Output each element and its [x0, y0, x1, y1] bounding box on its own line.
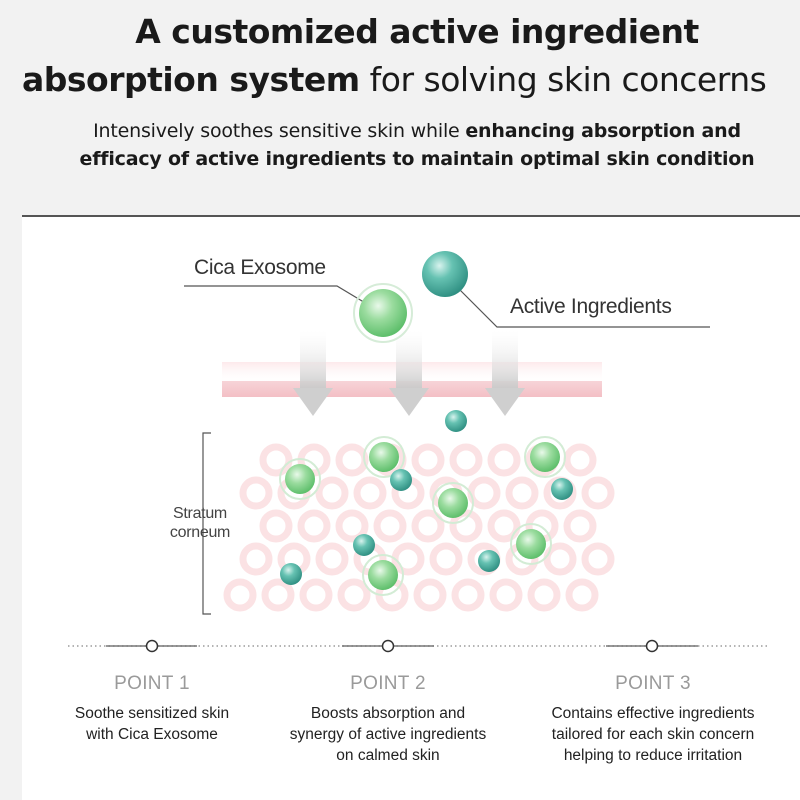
cica-exosome-particle: [363, 436, 405, 478]
skin-cell-ring: [489, 578, 523, 612]
cica-exosome-label: Cica Exosome: [194, 256, 326, 279]
skin-cell-ring: [297, 509, 331, 543]
active-ingredients-label: Active Ingredients: [510, 295, 672, 318]
arrow-down-icon: [485, 330, 525, 416]
cica-exosome-sphere: [353, 283, 413, 343]
arrow-down-icon: [293, 330, 333, 416]
point-1-marker: [145, 639, 159, 653]
absorption-arrows: [293, 330, 525, 416]
timeline-markers: [106, 639, 698, 653]
skin-cell-ring: [315, 476, 349, 510]
skin-cell-ring: [487, 443, 521, 477]
skin-cell-ring: [581, 476, 615, 510]
subtitle-line-1-normal: Intensively soothes sensitive skin while: [93, 120, 466, 142]
skin-cell-ring: [413, 578, 447, 612]
cica-exosome-particle: [432, 482, 474, 524]
skin-cell-ring: [261, 578, 295, 612]
active-leader-line: [451, 281, 710, 328]
skin-cell-ring: [429, 542, 463, 576]
skin-cell-ring: [315, 542, 349, 576]
point-3-marker: [645, 639, 659, 653]
subtitle-line-2-bold: efficacy of active ingredients to mainta…: [79, 148, 755, 170]
title-line-1: A customized active ingredient: [135, 12, 699, 51]
skin-cell-ring: [411, 509, 445, 543]
skin-cell-ring: [239, 476, 273, 510]
subtitle-line-1: Intensively soothes sensitive skin while…: [0, 120, 800, 142]
subtitle-line-2: efficacy of active ingredients to mainta…: [0, 148, 800, 170]
skin-cell-ring: [565, 578, 599, 612]
subtitle-line-1-bold: enhancing absorption and: [465, 120, 741, 142]
title-line-2: absorption system for solving skin conce…: [22, 60, 767, 99]
section-divider: [22, 215, 800, 217]
point-3-title: POINT 3: [615, 673, 691, 694]
point-1-title: POINT 1: [114, 673, 190, 694]
cica-exosome-particle: [510, 523, 552, 565]
skin-cell-ring: [223, 578, 257, 612]
skin-cell-ring: [335, 443, 369, 477]
point-2-title: POINT 2: [350, 673, 426, 694]
arrow-down-icon: [389, 330, 429, 416]
skin-cell-ring: [505, 476, 539, 510]
title-line-2-rest: for solving skin concerns: [359, 60, 767, 99]
skin-cell-ring: [451, 578, 485, 612]
stratum-bracket: [202, 432, 211, 615]
skin-cell-ring: [411, 443, 445, 477]
point-3: POINT 3 Contains effective ingredients t…: [528, 673, 778, 766]
point-1: POINT 1 Soothe sensitized skin with Cica…: [52, 673, 252, 745]
cica-exosome-particle: [279, 458, 321, 500]
skin-cell-ring: [563, 443, 597, 477]
skin-cell-ring: [353, 476, 387, 510]
skin-cell-ring: [581, 542, 615, 576]
active-ingredient-particle: [390, 469, 412, 491]
absorbed-particles: [279, 410, 573, 596]
active-ingredient-particle: [280, 563, 302, 585]
skin-cell-ring: [449, 509, 483, 543]
point-1-desc: Soothe sensitized skin with Cica Exosome: [74, 705, 230, 743]
skin-cell-ring: [391, 542, 425, 576]
skin-cell-ring: [299, 578, 333, 612]
active-ingredient-particle: [551, 478, 573, 500]
active-ingredient-particle: [445, 410, 467, 432]
active-ingredient-particle: [353, 534, 375, 556]
stratum-corneum-label: Stratum corneum: [169, 505, 231, 541]
point-2-marker: [381, 639, 395, 653]
skin-cell-ring: [239, 542, 273, 576]
active-ingredient-particle: [478, 550, 500, 572]
point-2-desc: Boosts absorption and synergy of active …: [289, 705, 487, 764]
skin-cell-ring: [259, 509, 293, 543]
skin-cell-ring: [543, 542, 577, 576]
skin-cell-ring: [487, 509, 521, 543]
cica-exosome-particle: [524, 436, 566, 478]
active-ingredient-sphere: [422, 251, 468, 297]
skin-cell-ring: [337, 578, 371, 612]
stratum-corneum-cells: [223, 443, 615, 612]
title-line-2-bold: absorption system: [22, 60, 360, 99]
point-2: POINT 2 Boosts absorption and synergy of…: [278, 673, 498, 766]
skin-cell-ring: [467, 476, 501, 510]
cica-leader-line: [184, 285, 373, 308]
skin-cell-ring: [335, 509, 369, 543]
skin-cell-ring: [449, 443, 483, 477]
skin-cell-ring: [373, 509, 407, 543]
cica-exosome-particle: [362, 554, 404, 596]
point-3-desc: Contains effective ingredients tailored …: [551, 705, 755, 764]
skin-cell-ring: [563, 509, 597, 543]
skin-cell-ring: [259, 443, 293, 477]
skin-cell-ring: [527, 578, 561, 612]
